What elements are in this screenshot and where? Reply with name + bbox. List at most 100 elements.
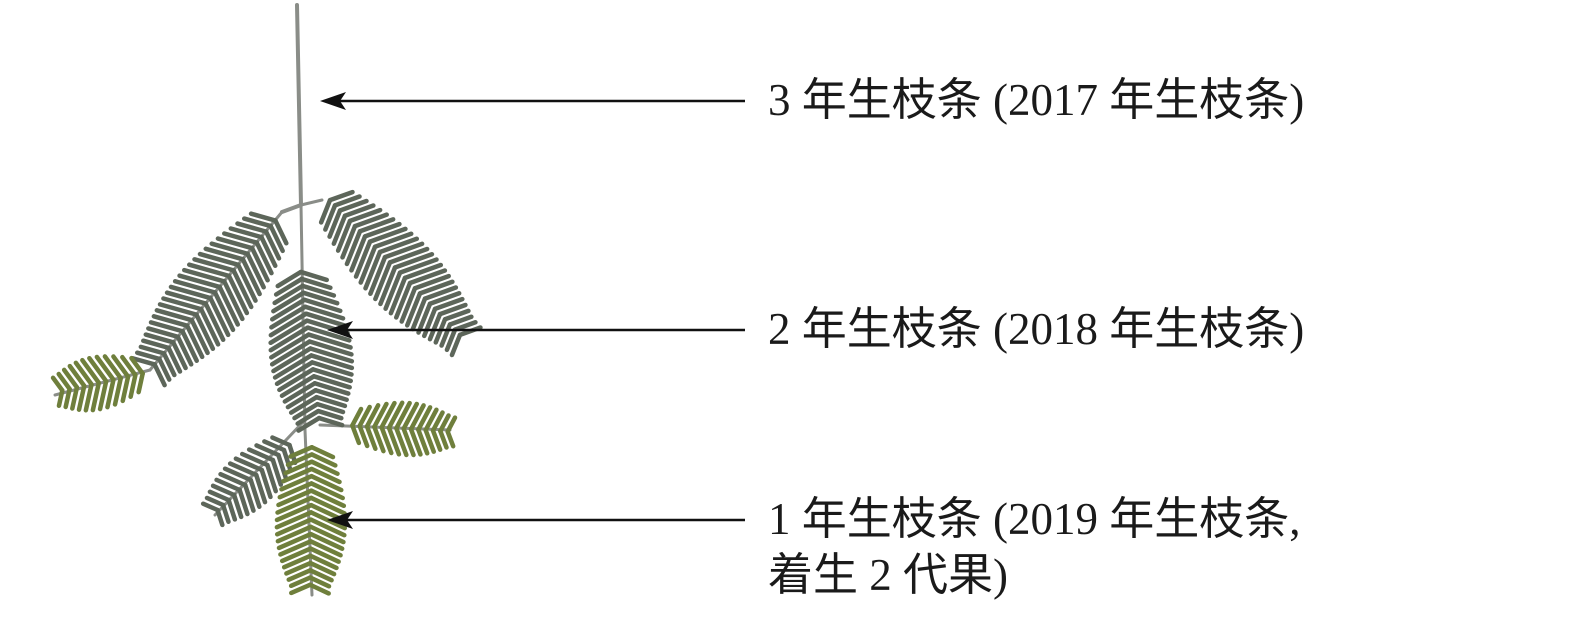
needle <box>231 268 254 310</box>
needle <box>154 308 195 323</box>
needle <box>438 413 451 434</box>
needle <box>286 568 313 582</box>
needle <box>222 466 253 483</box>
needle <box>97 378 109 412</box>
needle <box>277 481 314 500</box>
needle <box>310 367 353 384</box>
needle <box>444 327 458 353</box>
needle <box>388 275 408 316</box>
needle <box>170 340 188 371</box>
needle <box>254 472 268 505</box>
needle <box>309 473 344 493</box>
needle <box>269 332 311 360</box>
needle <box>386 425 402 457</box>
needle <box>231 492 244 520</box>
needle <box>246 447 276 463</box>
needle <box>417 279 455 296</box>
needle <box>302 304 346 321</box>
needle <box>393 280 413 320</box>
needle <box>245 251 266 290</box>
needle <box>399 285 418 324</box>
needle <box>268 325 311 353</box>
needle <box>416 427 430 456</box>
needle <box>102 354 124 381</box>
needle <box>331 213 348 246</box>
needle <box>394 426 409 458</box>
needle <box>362 221 402 239</box>
label-1-year-line1: 1 年生枝条 (2019 年生枝条, <box>768 494 1301 544</box>
needle <box>73 360 94 387</box>
needle <box>210 483 237 498</box>
needle <box>397 257 439 275</box>
needle <box>168 284 213 301</box>
needle <box>378 265 398 307</box>
needle <box>242 482 256 513</box>
needle <box>342 203 376 218</box>
needle <box>198 306 221 347</box>
needle <box>364 424 378 451</box>
needle <box>309 466 342 485</box>
needle <box>274 360 315 387</box>
needle <box>401 401 420 431</box>
needle <box>271 290 306 314</box>
needle <box>215 236 255 251</box>
needle <box>327 189 355 203</box>
needle <box>309 444 336 460</box>
needle <box>357 217 396 234</box>
needle <box>249 245 270 283</box>
needle <box>307 339 354 357</box>
needle <box>347 207 383 224</box>
needle <box>120 374 131 404</box>
needle <box>222 279 245 322</box>
needle <box>308 517 347 538</box>
needle <box>364 403 381 429</box>
needle <box>337 198 369 213</box>
needle <box>308 568 334 583</box>
needle <box>308 346 355 364</box>
needle <box>268 223 285 254</box>
needle <box>203 301 226 342</box>
needle <box>87 355 109 384</box>
needle <box>63 386 72 410</box>
needle <box>332 194 362 208</box>
needle <box>288 444 315 459</box>
needle <box>272 283 305 306</box>
needle <box>288 575 313 589</box>
needle <box>146 326 181 340</box>
needle <box>447 314 474 327</box>
needle <box>269 339 312 367</box>
needle <box>344 229 363 267</box>
needle <box>306 332 353 350</box>
needle <box>148 320 185 334</box>
needle <box>387 246 430 265</box>
needle <box>177 273 222 290</box>
needle <box>67 363 87 389</box>
needle <box>276 531 314 551</box>
needle <box>392 251 435 270</box>
needle <box>182 267 227 284</box>
needle <box>279 374 317 399</box>
needle <box>282 381 318 404</box>
needle <box>233 456 265 473</box>
needle <box>422 285 459 301</box>
needle <box>452 320 478 332</box>
needle <box>161 351 177 378</box>
needle <box>235 221 269 234</box>
needle <box>305 325 352 343</box>
needle <box>285 452 315 468</box>
needle <box>386 400 405 431</box>
needle <box>161 296 204 312</box>
needle <box>120 354 138 378</box>
needle <box>227 461 259 478</box>
pointer-arrows <box>320 92 745 529</box>
needle <box>166 345 183 374</box>
needle <box>311 374 352 390</box>
needle <box>302 297 343 314</box>
needle <box>254 443 281 458</box>
needle <box>222 231 260 245</box>
needle <box>421 306 438 339</box>
branch-stem <box>295 3 303 207</box>
needle <box>284 560 313 576</box>
needle <box>128 372 138 399</box>
needle <box>259 234 278 269</box>
